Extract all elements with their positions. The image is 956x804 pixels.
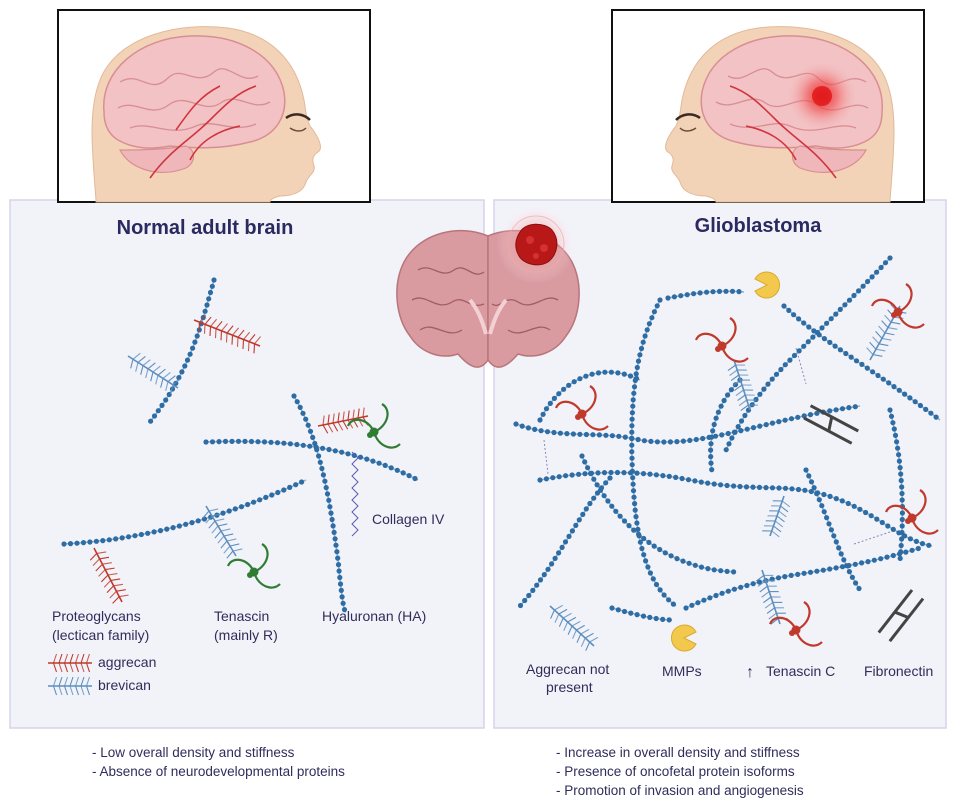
normal-panel-title: Normal adult brain <box>117 217 294 239</box>
collagen-iv-label: Collagen IV <box>372 511 445 527</box>
hyaluronan-label: Hyaluronan (HA) <box>322 608 426 624</box>
tumor-bullet-1: - Increase in overall density and stiffn… <box>556 745 800 760</box>
tenascin-r-label: (mainly R) <box>214 627 278 643</box>
aggrecan-legend-label: aggrecan <box>98 654 156 670</box>
normal-bullet-1: - Low overall density and stiffness <box>92 745 295 760</box>
glioblastoma-panel-title: Glioblastoma <box>695 215 823 237</box>
aggrecan-absent-label: Aggrecan not <box>526 661 609 677</box>
proteoglycans-family-label: (lectican family) <box>52 627 149 643</box>
proteoglycans-label: Proteoglycans <box>52 608 141 624</box>
fibronectin-label: Fibronectin <box>864 663 933 679</box>
mmps-label: MMPs <box>662 663 702 679</box>
aggrecan-absent-label-2: present <box>546 679 593 695</box>
normal-bullet-2: - Absence of neurodevelopmental proteins <box>92 764 345 779</box>
normal-head-image <box>58 10 370 202</box>
tenascin-c-label: Tenascin C <box>766 663 835 679</box>
tenascin-increase-arrow: ↑ <box>746 664 754 681</box>
tumor-bullet-3: - Promotion of invasion and angiogenesis <box>556 783 804 798</box>
glioblastoma-head-image <box>612 10 924 202</box>
brevican-legend-label: brevican <box>98 677 151 693</box>
tenascin-label: Tenascin <box>214 608 269 624</box>
tumor-bullet-2: - Presence of oncofetal protein isoforms <box>556 764 795 779</box>
